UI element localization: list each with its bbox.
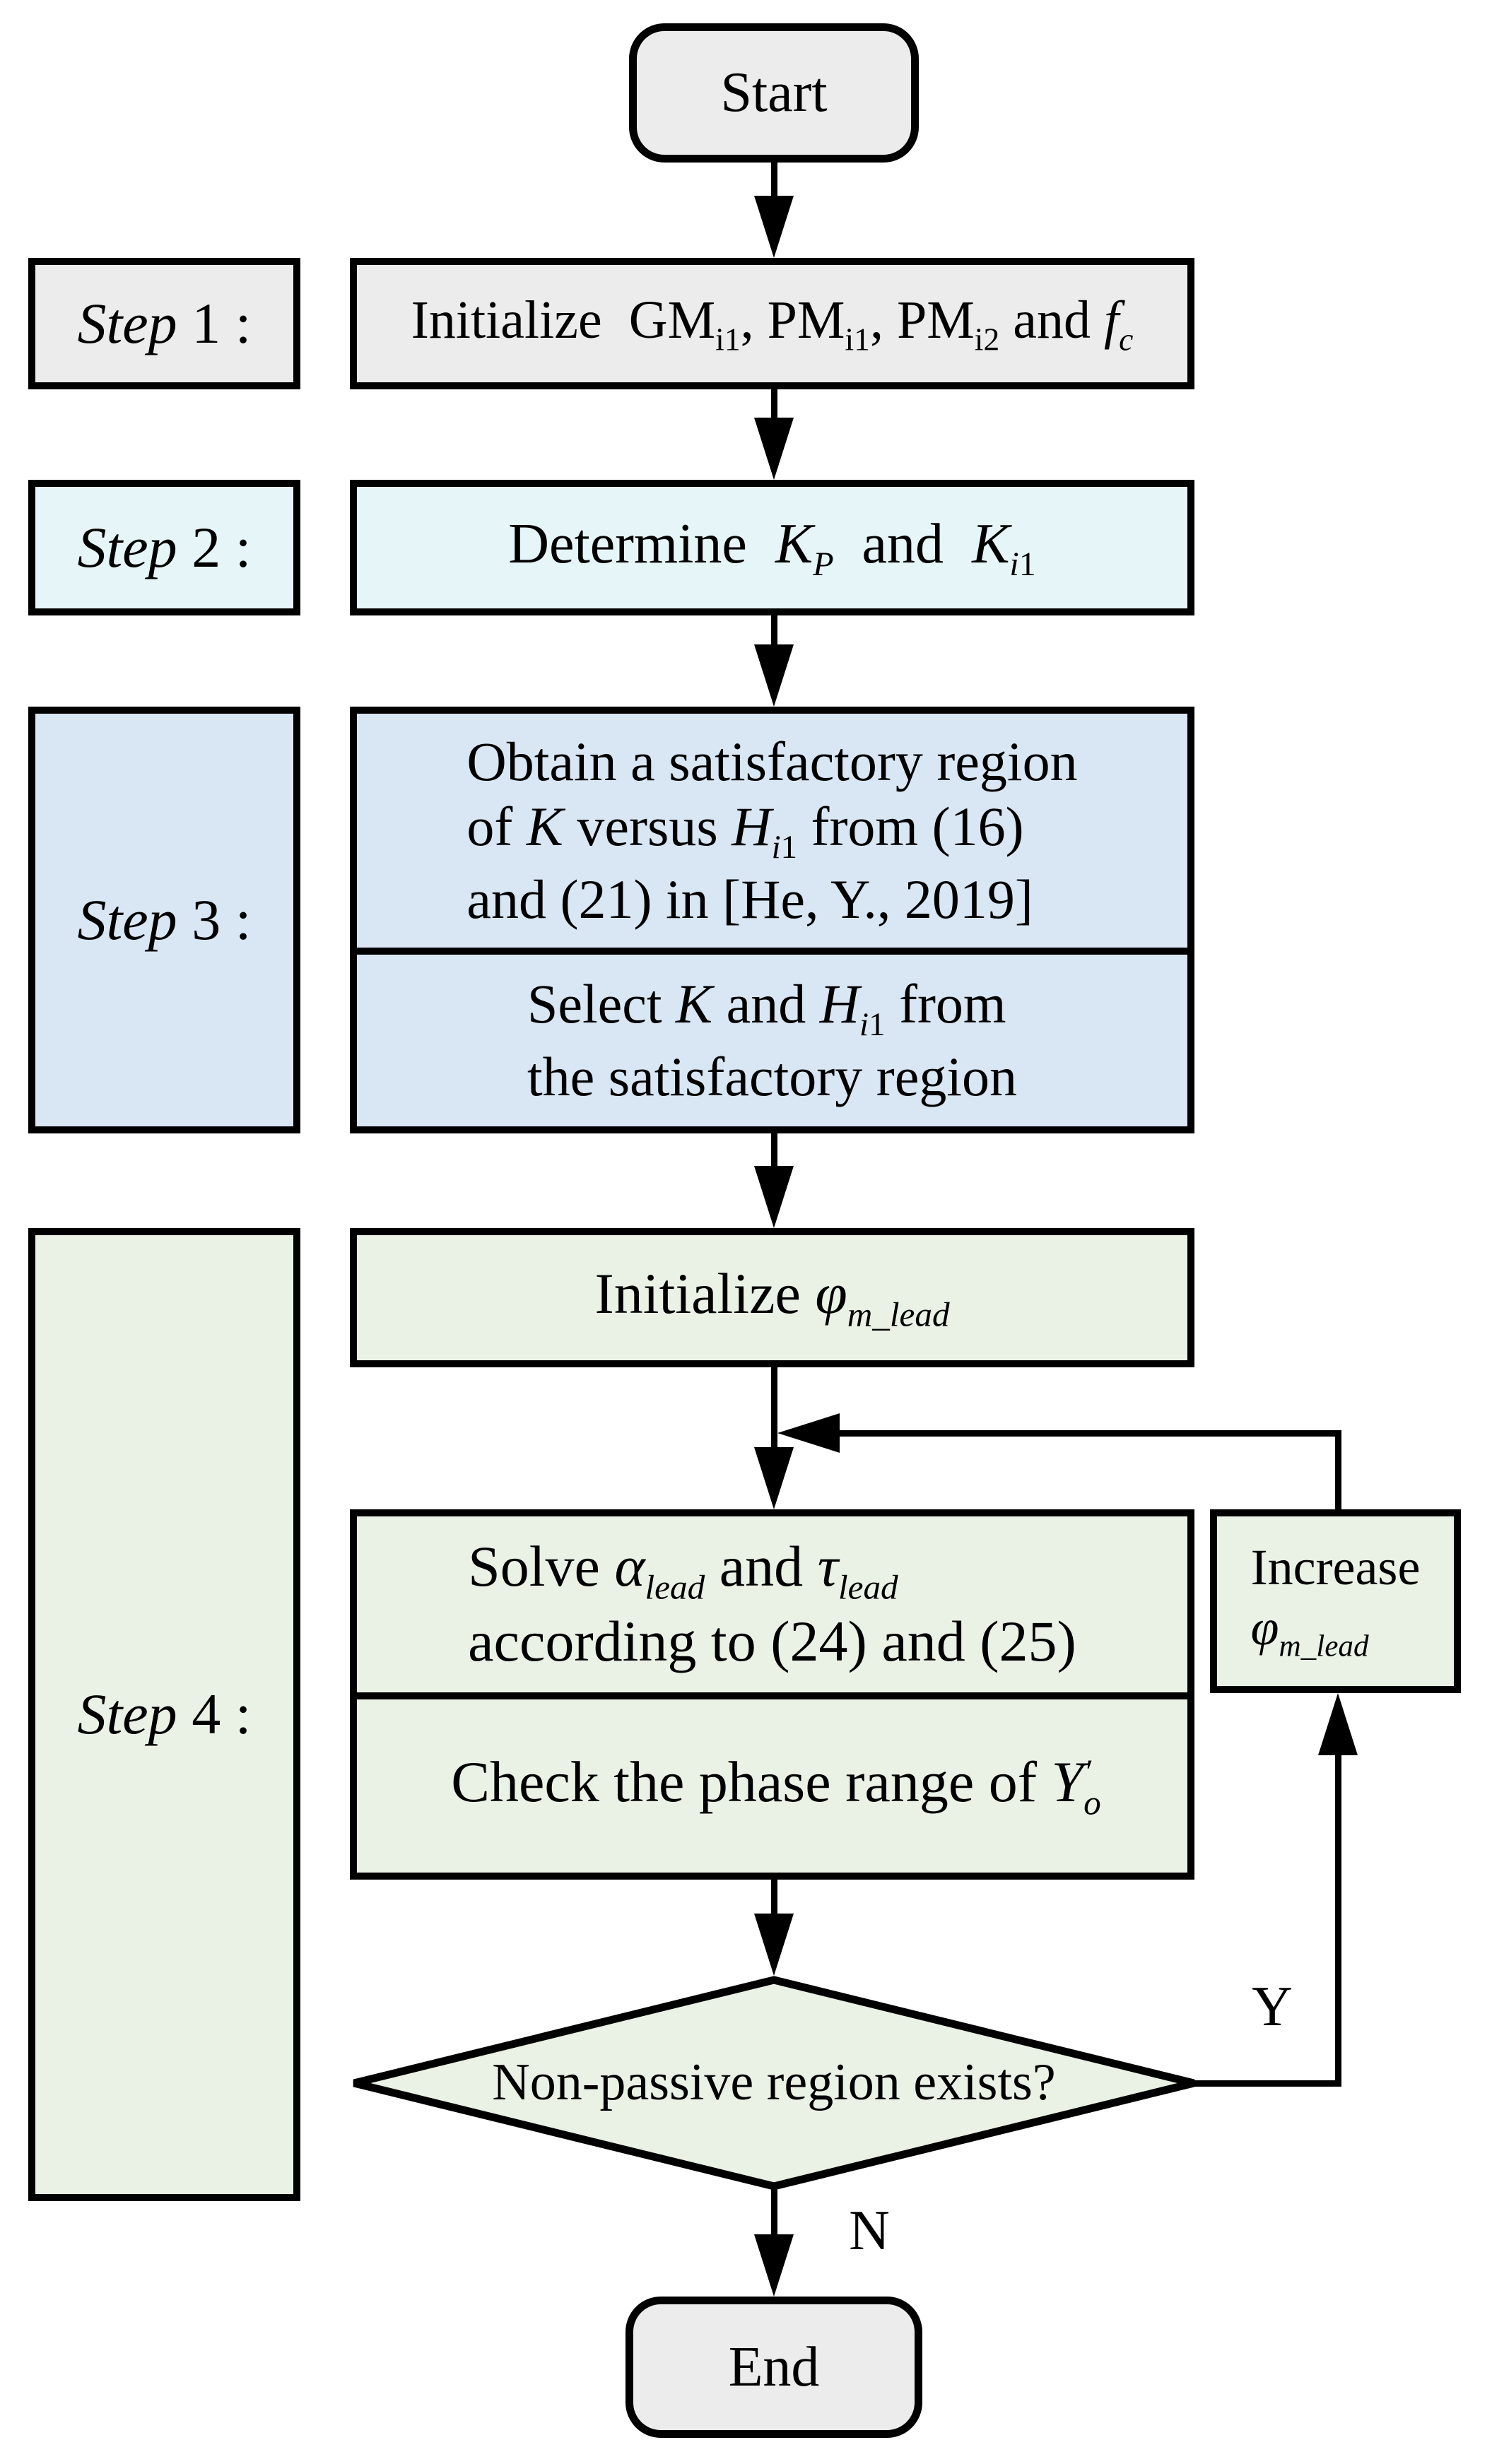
solve-check-divider [357, 1692, 1187, 1699]
edge-decision-yes [1194, 2080, 1341, 2087]
step3-label-box: Step 3 : [28, 707, 300, 1133]
step4-label: Step 4 : [77, 1682, 252, 1747]
decision-diamond-shape [353, 1976, 1195, 2191]
arrowhead-into-increase [1318, 1693, 1358, 1755]
step2-label: Step 2 : [77, 514, 252, 579]
step4-initialize-box: Initialize φm_lead [350, 1228, 1194, 1367]
step3-select-row: Select K and Hi1 from the satisfactory r… [357, 955, 1187, 1126]
arrowhead-into-step1 [754, 196, 794, 258]
arrowhead-into-step4 [754, 1166, 794, 1228]
step3-box: Obtain a satisfactory region of K versus… [350, 707, 1194, 1133]
solve-row: Solve αlead and τlead according to (24) … [357, 1516, 1187, 1692]
arrowhead-into-solve [754, 1447, 794, 1509]
step4-solve-check-box: Solve αlead and τlead according to (24) … [350, 1509, 1194, 1880]
step4-initialize-text: Initialize φm_lead [594, 1261, 950, 1334]
no-branch-label: N [849, 2200, 890, 2262]
edge-decision-end [771, 2189, 777, 2234]
step2-label-box: Step 2 : [28, 480, 300, 615]
increase-text: Increase φm_lead [1250, 1538, 1421, 1663]
step3-obtain-row: Obtain a satisfactory region of K versus… [357, 714, 1187, 948]
step3-label: Step 3 : [77, 887, 252, 952]
step1-label: Step 1 : [77, 290, 252, 355]
edge-step3-step4 [771, 1132, 777, 1166]
step4-label-box: Step 4 : [28, 1228, 300, 2201]
arrowhead-into-end [754, 2234, 794, 2297]
edge-check-decision [771, 1878, 777, 1914]
decision-text: Non-passive region exists? [492, 2053, 1056, 2112]
edge-step2-step3 [771, 614, 777, 644]
decision-diamond: Non-passive region exists? [350, 1976, 1198, 2191]
arrowhead-into-step3 [754, 644, 794, 707]
step3-obtain-text: Obtain a satisfactory region of K versus… [466, 730, 1078, 930]
step1-label-box: Step 1 : [28, 258, 300, 389]
start-label: Start [720, 61, 828, 124]
arrowhead-loop-junction [777, 1413, 840, 1453]
step1-text: Initialize GMi1, PMi1, PMi2 and fc [411, 290, 1134, 358]
check-text: Check the phase range of Yo′ [451, 1750, 1101, 1822]
check-row: Check the phase range of Yo′ [357, 1699, 1187, 1873]
step1-box: Initialize GMi1, PMi1, PMi2 and fc [350, 258, 1194, 389]
edge-initialize-solve [771, 1366, 777, 1447]
end-node: End [625, 2297, 922, 2438]
increase-box: Increase φm_lead [1210, 1509, 1461, 1693]
step3-divider [357, 948, 1187, 955]
arrowhead-into-step2 [754, 418, 794, 480]
arrowhead-into-decision [754, 1914, 794, 1976]
step2-text: Determine KP and Ki1 [508, 512, 1036, 583]
edge-loop-top [840, 1430, 1341, 1437]
decision-text-wrap: Non-passive region exists? [350, 1976, 1198, 2191]
start-node: Start [629, 23, 919, 163]
edge-yes-up [1335, 1755, 1341, 2087]
yes-branch-label: Y [1252, 1976, 1293, 2038]
step3-select-text: Select K and Hi1 from the satisfactory r… [527, 972, 1018, 1107]
solve-text: Solve αlead and τlead according to (24) … [468, 1533, 1076, 1674]
edge-start-step1 [771, 161, 777, 196]
edge-increase-up [1335, 1430, 1341, 1509]
edge-step1-step2 [771, 388, 777, 418]
step2-box: Determine KP and Ki1 [350, 480, 1194, 615]
end-label: End [728, 2335, 820, 2398]
